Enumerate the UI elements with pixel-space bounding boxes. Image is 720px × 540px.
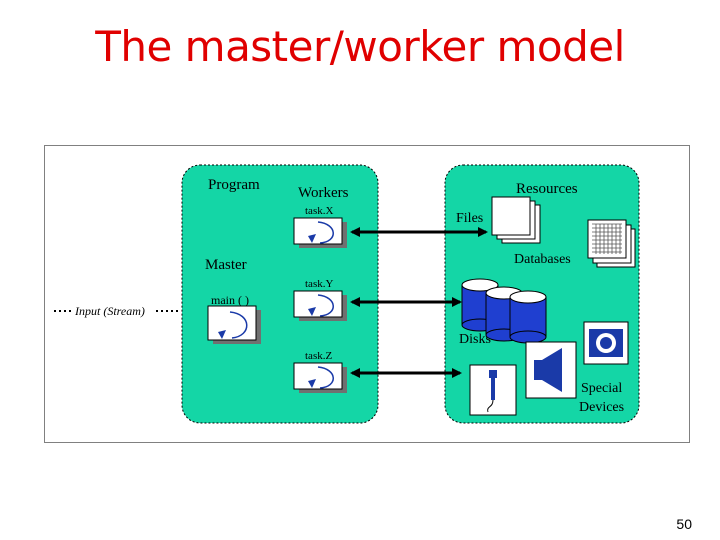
task-y-box <box>293 290 347 321</box>
speaker-icon <box>525 341 577 399</box>
master-label: Master <box>205 257 247 273</box>
special-devices-label-line2: Devices <box>579 400 624 415</box>
resources-label: Resources <box>516 181 578 197</box>
disk-cylinder-icon <box>509 290 547 344</box>
main-box <box>207 305 261 344</box>
slide-title: The master/worker model <box>95 22 625 71</box>
file-stack-icon <box>491 196 541 244</box>
main-label: main ( ) <box>211 293 249 307</box>
databases-label: Databases <box>514 252 571 267</box>
return-arrow-icon <box>317 294 334 317</box>
task-y-label: task.Y <box>305 278 333 290</box>
task-z-label: task.Z <box>305 350 332 362</box>
program-label: Program <box>208 177 260 193</box>
input-stream-label: Input (Stream) <box>74 304 145 318</box>
files-label: Files <box>456 211 483 226</box>
task-x-box <box>293 217 347 248</box>
task-x-label: task.X <box>305 205 333 217</box>
special-devices-label-line1: Special <box>581 381 622 396</box>
disks-label: Disks <box>459 332 491 347</box>
return-arrow-icon <box>229 311 248 339</box>
return-arrow-icon <box>317 221 334 244</box>
page-number: 50 <box>676 516 692 532</box>
workers-label: Workers <box>298 185 349 201</box>
return-arrow-icon <box>317 366 334 389</box>
database-grid-icon <box>587 219 636 268</box>
microphone-icon <box>469 364 517 416</box>
task-z-box <box>293 362 347 393</box>
camera-icon <box>583 321 629 365</box>
